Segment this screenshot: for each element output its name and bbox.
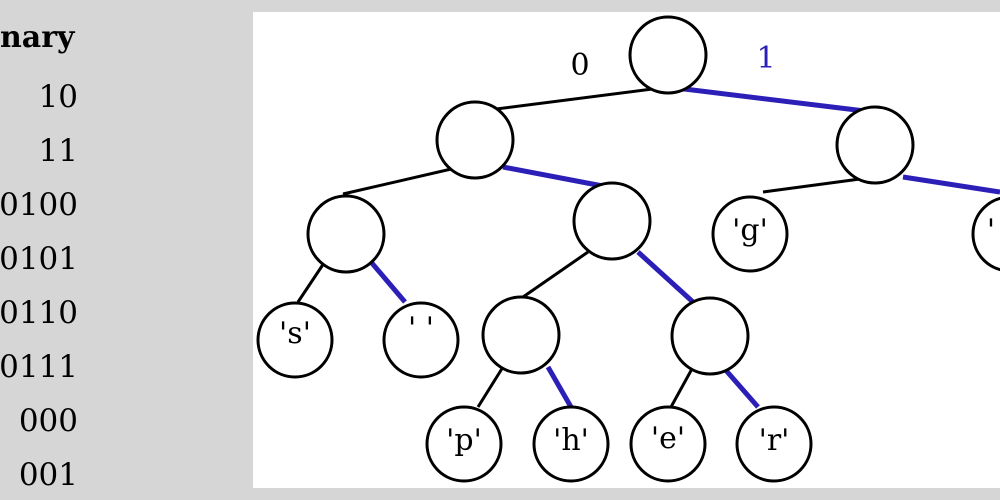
edge-lr-lrr xyxy=(636,250,695,304)
leaf-label-partial: ' xyxy=(987,213,995,248)
edge-lrr-e xyxy=(669,366,695,408)
binary-column-header: nary xyxy=(0,20,75,55)
edge-lrl-p xyxy=(476,366,505,408)
leaf-label-h: 'h' xyxy=(553,423,589,458)
tree-node-internal xyxy=(306,194,386,274)
edge-lr-lrl xyxy=(522,250,589,299)
leaf-label-e: 'e' xyxy=(651,421,685,456)
binary-code-row: 0100 xyxy=(0,187,78,223)
binary-code-row: 11 xyxy=(38,133,78,169)
edge-l-lr xyxy=(502,164,609,190)
leaf-label-space: ' ' xyxy=(408,311,434,346)
binary-code-row: 001 xyxy=(18,457,78,493)
leaf-label-s: 's' xyxy=(279,316,311,351)
tree-node-internal xyxy=(835,105,915,185)
tree-node-internal xyxy=(670,296,750,376)
binary-code-row: 0111 xyxy=(0,349,78,385)
huffman-tree-panel: 0 1 'g' ' 's' ' ' 'p' 'h' 'e' xyxy=(253,12,1000,488)
edge-label-zero: 0 xyxy=(570,48,589,83)
binary-code-list: 10 11 0100 0101 0110 0111 000 001 xyxy=(0,70,78,500)
tree-node-internal xyxy=(572,181,652,261)
edge-lrr-r xyxy=(721,365,760,409)
binary-code-row: 0110 xyxy=(0,295,78,331)
tree-leaf-g xyxy=(711,195,789,273)
tree-leaf-partial xyxy=(971,196,1000,272)
huffman-tree-diagram: 0 1 'g' ' 's' ' ' 'p' 'h' 'e' xyxy=(256,15,1000,483)
edge-root-right xyxy=(667,84,874,115)
edge-r-rr xyxy=(902,174,1000,195)
binary-code-row: 000 xyxy=(18,403,78,439)
leaf-label-p: 'p' xyxy=(446,423,482,458)
tree-leaf-s xyxy=(256,301,334,379)
tree-leaf-e xyxy=(629,405,707,483)
leaf-label-g: 'g' xyxy=(732,213,768,248)
binary-code-row: 0101 xyxy=(0,241,78,277)
tree-leaf-p xyxy=(425,405,503,483)
edge-root-left xyxy=(472,85,669,114)
tree-node-internal xyxy=(435,100,515,180)
edge-lrl-h xyxy=(545,365,574,409)
binary-code-row: 10 xyxy=(38,79,78,115)
tree-node-internal xyxy=(481,295,561,375)
tree-leaf-h xyxy=(532,405,610,483)
edge-ll-space xyxy=(369,260,407,304)
tree-leaf-r xyxy=(735,405,813,483)
tree-leaf-space xyxy=(382,301,460,379)
edge-label-one: 1 xyxy=(756,41,775,76)
tree-node-root xyxy=(628,15,708,95)
leaf-label-r: 'r' xyxy=(759,423,790,458)
binary-code-column: nary 10 11 0100 0101 0110 0111 000 001 xyxy=(0,0,250,500)
